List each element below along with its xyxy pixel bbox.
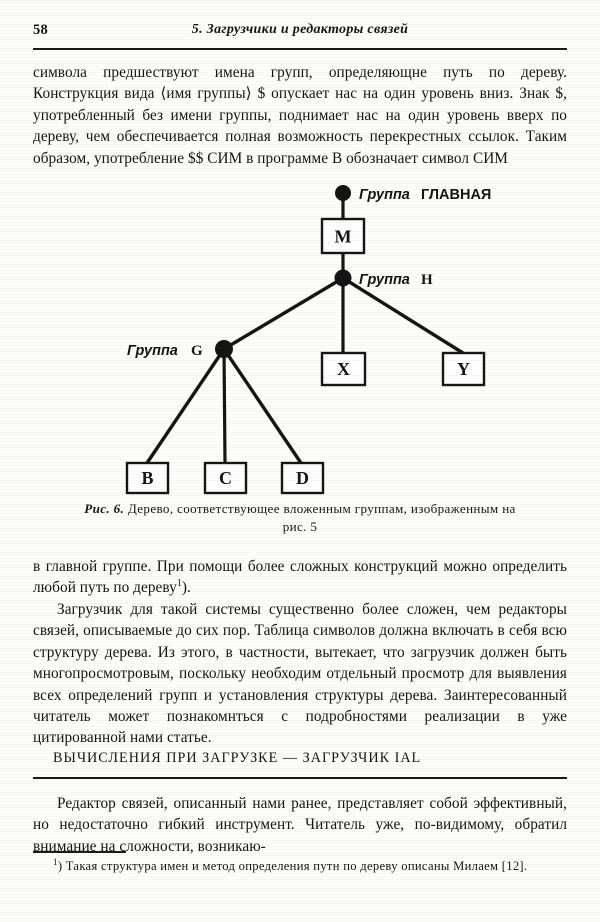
edge-g-to-d bbox=[222, 348, 303, 464]
node-label-g-group: Группа bbox=[127, 343, 178, 359]
figure-6: M X Y B C D Группа ГЛАВНАЯ Группа H Груп… bbox=[33, 183, 567, 503]
paragraph-1: символа предшествуют имена групп, опреде… bbox=[33, 64, 567, 167]
section-rule bbox=[33, 777, 567, 779]
footnote: 1) Такая структура имен и метод определе… bbox=[33, 856, 567, 875]
paragraph-4-text: Редактор связей, описанный нами ранее, п… bbox=[33, 795, 567, 855]
running-head: 58 5. Загрузчики и редакторы связей bbox=[33, 22, 567, 44]
paragraph-3-text: Загрузчик для такой системы существенно … bbox=[33, 601, 567, 747]
box-label-c: C bbox=[219, 468, 232, 488]
node-label-h-group: Группа bbox=[359, 272, 410, 288]
node-label-root-group: Группа bbox=[359, 187, 410, 203]
node-label-g-name: G bbox=[191, 343, 203, 359]
box-b bbox=[125, 461, 170, 495]
box-label-x: X bbox=[337, 359, 350, 379]
box-label-b: B bbox=[141, 468, 153, 488]
paragraph-4: Редактор связей, описанный нами ранее, п… bbox=[33, 793, 567, 857]
node-label-h-name: H bbox=[421, 272, 433, 288]
box-label-d: D bbox=[296, 468, 309, 488]
page-number: 58 bbox=[33, 22, 48, 38]
box-y bbox=[441, 351, 486, 387]
footnote-marker-inline: 1 bbox=[176, 578, 182, 590]
node-dot-h bbox=[334, 269, 352, 287]
edge-g-to-b bbox=[145, 348, 226, 464]
running-title: 5. Загрузчики и редакторы связей bbox=[191, 22, 409, 37]
node-label-root-name: ГЛАВНАЯ bbox=[421, 187, 491, 203]
figure-caption-text: Дерево, соответствующее вложенным группа… bbox=[127, 501, 516, 516]
tree-diagram: M X Y B C D Группа ГЛАВНАЯ Группа H Груп… bbox=[125, 185, 491, 495]
box-d bbox=[280, 461, 325, 495]
figure-caption-line2: рис. 5 bbox=[282, 519, 318, 534]
box-c bbox=[203, 461, 248, 495]
paragraph-2-tail: ). bbox=[181, 579, 191, 597]
header-rule bbox=[33, 48, 567, 50]
box-label-m: M bbox=[335, 227, 352, 247]
box-x bbox=[320, 351, 367, 387]
edge-h-to-y bbox=[342, 276, 464, 355]
footnote-rule bbox=[33, 851, 126, 853]
paragraph-2: в главной группе. При помощи более сложн… bbox=[33, 556, 567, 599]
node-dot-root bbox=[335, 185, 351, 201]
paragraph-2-text: в главной группе. При помощи более сложн… bbox=[33, 558, 567, 597]
box-m bbox=[320, 217, 366, 255]
edge-g-to-c bbox=[222, 348, 227, 464]
footnote-text: ) Такая структура имен и метод определен… bbox=[57, 859, 528, 873]
section-heading: ВЫЧИСЛЕНИЯ ПРИ ЗАГРУЗКЕ — ЗАГРУЗЧИК IAL bbox=[53, 750, 422, 766]
footnote-marker: 1 bbox=[53, 856, 58, 867]
figure-caption-number: Рис. 6. bbox=[84, 501, 125, 516]
edge-h-to-g bbox=[223, 276, 344, 351]
paragraph-3: Загрузчик для такой системы существенно … bbox=[33, 599, 567, 749]
box-label-y: Y bbox=[457, 359, 470, 379]
figure-caption: Рис. 6. Дерево, соответствующее вложенны… bbox=[33, 500, 567, 536]
node-dot-g bbox=[215, 340, 233, 358]
